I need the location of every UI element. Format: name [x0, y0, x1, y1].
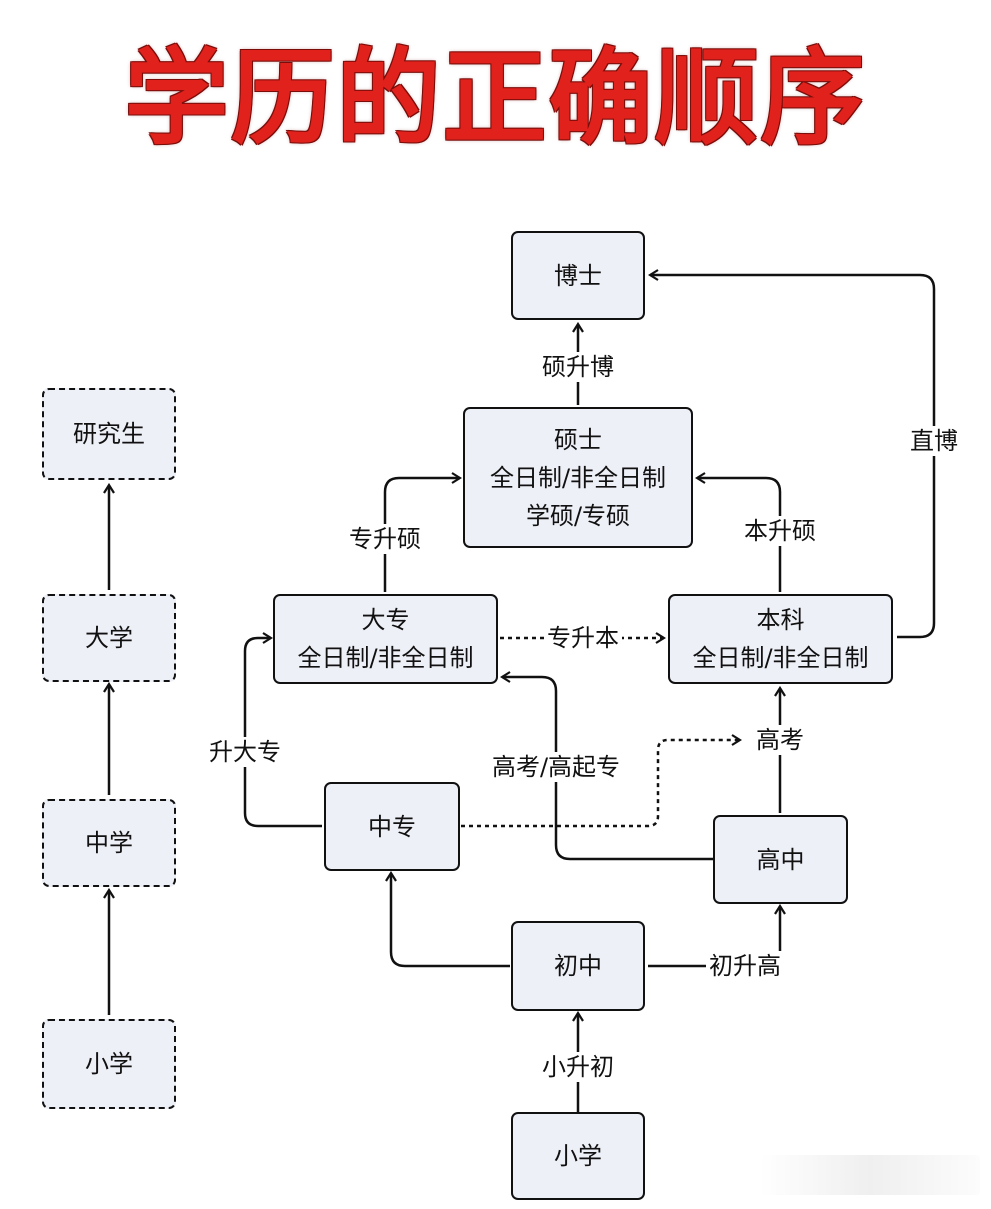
node-daxue: 大学: [42, 594, 176, 682]
label-xiao-to-chu: 小升初: [539, 1052, 617, 1082]
label-sheng-dazhuan: 升大专: [206, 737, 284, 767]
page-title: 学历的正确顺序: [124, 37, 867, 159]
node-dazhuan: 大专 全日制/非全日制: [273, 594, 498, 684]
label-zhuan-to-shuo: 专升硕: [346, 524, 424, 554]
node-benke: 本科 全日制/非全日制: [668, 594, 893, 684]
watermark: [760, 1155, 980, 1195]
node-xiaoxue-left: 小学: [42, 1019, 176, 1109]
node-yanjiusheng: 研究生: [42, 388, 176, 480]
label-chu-to-gao: 初升高: [706, 951, 784, 981]
edge-sheng-dazhuan: [243, 638, 322, 828]
label-shuo-to-bo: 硕升博: [539, 352, 617, 382]
node-chuzhong: 初中: [511, 921, 645, 1011]
edge-zhibo: [650, 275, 936, 639]
node-zhongxue: 中学: [42, 799, 176, 887]
node-shuoshi: 硕士 全日制/非全日制 学硕/专硕: [463, 407, 693, 548]
node-boshi: 博士: [511, 231, 645, 320]
node-zhongzhuan: 中专: [324, 782, 460, 871]
label-gaokao: 高考: [753, 725, 807, 755]
edge-zhongzhuan-to-gaokao: [461, 740, 740, 828]
label-gaokao-gaoqizhuan: 高考/高起专: [488, 752, 624, 782]
edge-zhuan-to-shuo: [383, 478, 460, 592]
edge-ben-to-shuo: [697, 478, 782, 592]
edge-chuzhong-to-zhongzhuan: [391, 873, 510, 968]
node-xiaoxue: 小学: [511, 1112, 645, 1200]
node-gaozhong: 高中: [713, 815, 848, 904]
label-zhi-bo: 直博: [907, 426, 961, 456]
label-zhuan-to-ben: 专升本: [544, 623, 622, 653]
label-ben-to-shuo: 本升硕: [741, 516, 819, 546]
